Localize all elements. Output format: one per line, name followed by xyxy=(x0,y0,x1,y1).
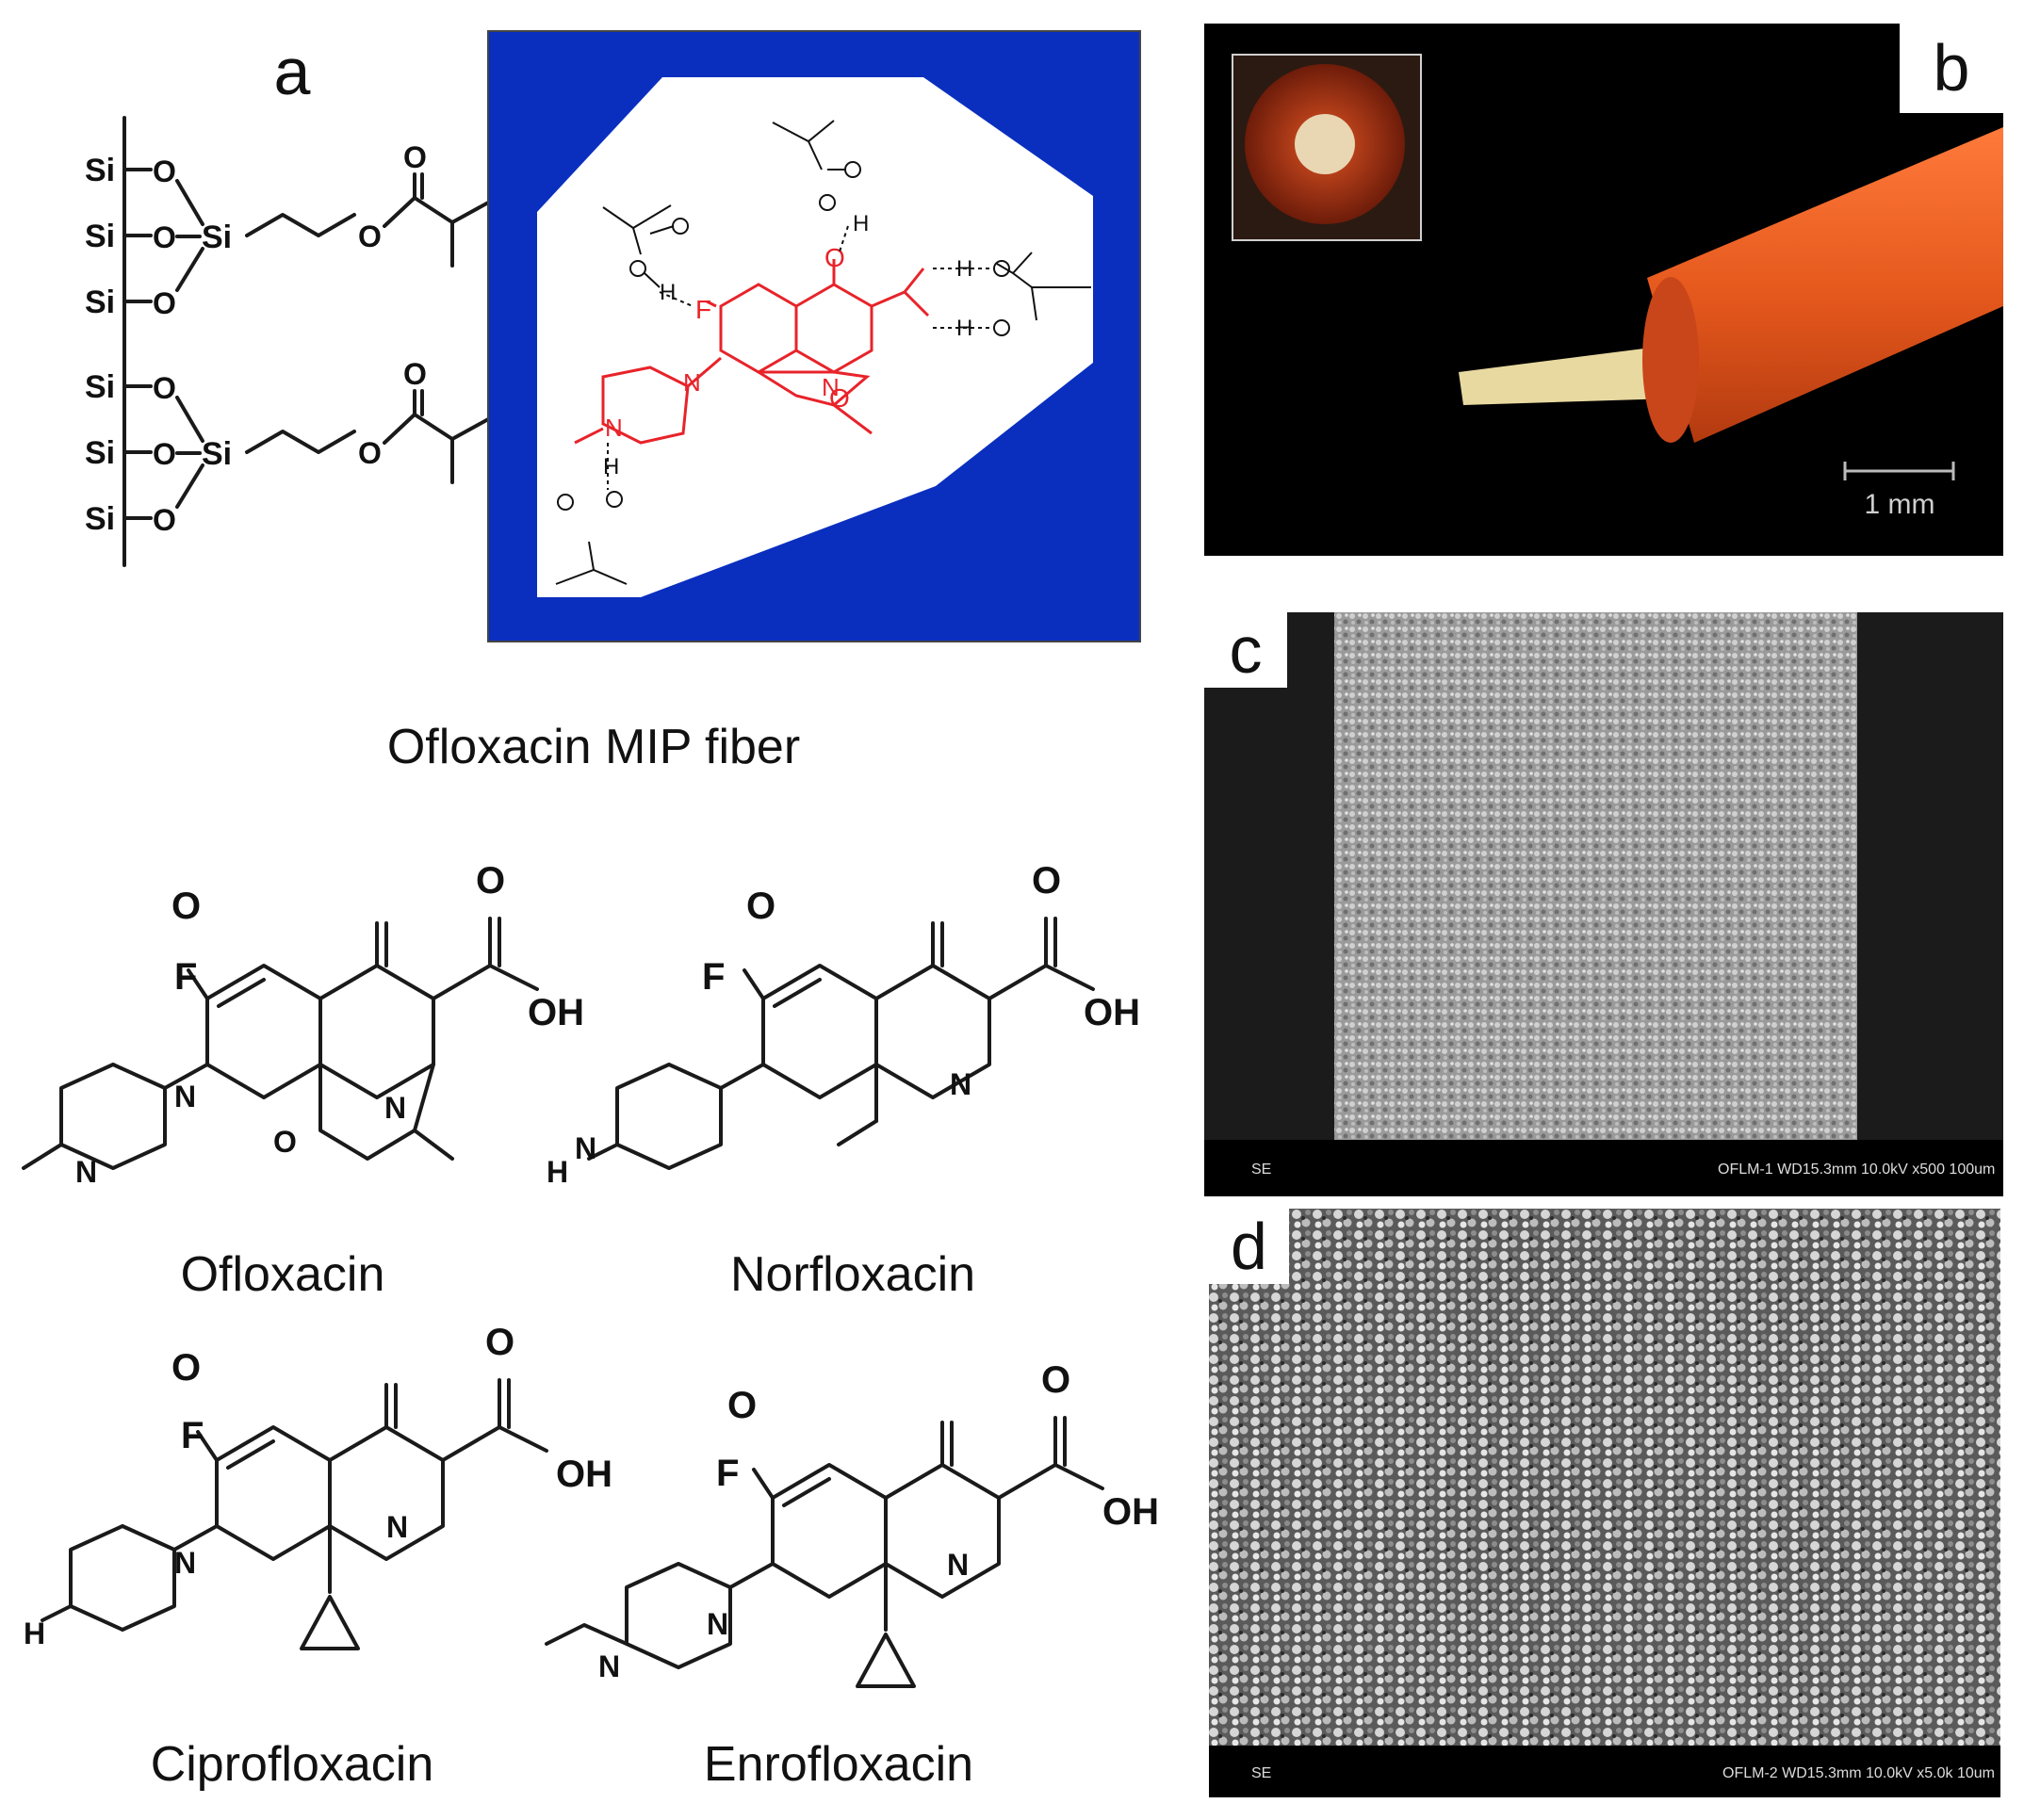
svg-text:Si: Si xyxy=(85,435,115,471)
svg-text:H: H xyxy=(24,1617,45,1650)
svg-text:O: O xyxy=(171,1347,201,1389)
svg-text:H: H xyxy=(660,280,676,305)
svg-text:N: N xyxy=(707,1607,728,1641)
svg-text:O: O xyxy=(403,140,427,174)
svg-text:O: O xyxy=(171,886,201,927)
panel-letter-box-d: d xyxy=(1209,1209,1289,1284)
svg-text:H: H xyxy=(603,454,619,479)
scale-bar-label: 1 mm xyxy=(1865,489,1935,520)
svg-text:N: N xyxy=(605,414,623,442)
svg-text:Si: Si xyxy=(85,219,115,254)
svg-text:N: N xyxy=(950,1067,971,1101)
svg-text:O: O xyxy=(403,357,427,391)
svg-text:O: O xyxy=(273,1125,297,1159)
svg-text:F: F xyxy=(716,1453,739,1494)
svg-text:OH: OH xyxy=(1102,1491,1159,1533)
panel-b-fiber-photo: 1 mm b xyxy=(1204,24,2003,556)
svg-text:O: O xyxy=(153,371,176,405)
svg-text:Si: Si xyxy=(202,436,232,472)
svg-text:O: O xyxy=(358,436,382,470)
panel-letter-box-c: c xyxy=(1204,612,1287,688)
molecule-norfloxacin xyxy=(587,917,1095,1170)
panel-c-sem-image: SE OFLM-1 WD15.3mm 10.0kV x500 100um c xyxy=(1204,612,2003,1196)
svg-text:Si: Si xyxy=(85,284,115,320)
svg-text:Si: Si xyxy=(85,153,115,188)
silane-group-lower: Si Si Si O O O Si O O xyxy=(85,357,492,537)
molecule-name-ofloxacin: Ofloxacin xyxy=(181,1247,385,1302)
svg-text:O: O xyxy=(1032,860,1061,902)
molecule-ofloxacin xyxy=(22,917,539,1170)
svg-text:N: N xyxy=(822,373,840,401)
svg-text:N: N xyxy=(174,1546,196,1580)
panel-letter-d: d xyxy=(1231,1210,1267,1283)
svg-text:F: F xyxy=(174,956,197,998)
panel-letter-c: c xyxy=(1229,613,1263,687)
svg-text:F: F xyxy=(181,1415,204,1456)
fluoroquinolone-structures: O O OH F N O N N Ofloxacin O O OH F N H … xyxy=(22,860,1159,1792)
svg-text:H: H xyxy=(853,211,869,236)
svg-text:Si: Si xyxy=(85,501,115,537)
svg-text:O: O xyxy=(153,503,176,537)
svg-text:O: O xyxy=(485,1322,514,1363)
svg-text:O: O xyxy=(1041,1359,1070,1401)
svg-text:O: O xyxy=(358,219,382,253)
svg-text:OH: OH xyxy=(528,992,584,1033)
svg-text:O: O xyxy=(153,154,176,188)
molecule-name-norfloxacin: Norfloxacin xyxy=(730,1247,975,1302)
svg-text:O: O xyxy=(153,286,176,320)
svg-text:N: N xyxy=(683,368,701,397)
svg-text:N: N xyxy=(386,1510,408,1544)
svg-text:SE: SE xyxy=(1251,1765,1271,1781)
panel-letter-a: a xyxy=(274,35,311,108)
molecule-name-enrofloxacin: Enrofloxacin xyxy=(704,1737,973,1792)
svg-text:O: O xyxy=(727,1385,757,1426)
svg-text:OH: OH xyxy=(556,1454,612,1495)
mip-fiber-title: Ofloxacin MIP fiber xyxy=(387,720,800,774)
panel-letter-box-b: b xyxy=(1900,24,2003,113)
svg-text:F: F xyxy=(702,956,725,998)
svg-text:O: O xyxy=(829,383,850,413)
svg-text:F: F xyxy=(695,295,711,324)
svg-text:N: N xyxy=(947,1548,969,1582)
silica-surface: Si Si Si O O O Si O O Si Si Si xyxy=(85,116,492,567)
svg-text:N: N xyxy=(598,1649,620,1683)
svg-text:H: H xyxy=(547,1155,568,1189)
svg-text:N: N xyxy=(75,1155,97,1189)
svg-text:N: N xyxy=(575,1131,596,1165)
svg-text:O: O xyxy=(476,860,505,902)
panel-letter-b: b xyxy=(1933,31,1970,105)
svg-text:Si: Si xyxy=(202,219,232,255)
orange-sheath xyxy=(1647,127,2003,443)
panel-a: a Si Si Si O O O Si O O Si xyxy=(85,30,1141,774)
silane-group-upper: Si Si Si O O O Si O O xyxy=(85,140,492,320)
mip-template-inset: F O O N N N H H H H H xyxy=(487,30,1141,642)
svg-text:O: O xyxy=(824,243,845,272)
svg-text:O: O xyxy=(746,886,775,927)
svg-text:O: O xyxy=(153,437,176,471)
svg-text:SE: SE xyxy=(1251,1162,1271,1178)
ofloxacin-template xyxy=(574,259,930,445)
svg-text:N: N xyxy=(174,1080,196,1113)
svg-text:OFLM-1 WD15.3mm 10.0kV x500: OFLM-1 WD15.3mm 10.0kV x500 100um xyxy=(1718,1162,1995,1178)
svg-text:O: O xyxy=(153,220,176,254)
molecule-name-ciprofloxacin: Ciprofloxacin xyxy=(151,1737,434,1792)
molecule-enrofloxacin xyxy=(545,1416,1104,1688)
svg-text:Si: Si xyxy=(85,369,115,405)
svg-text:OH: OH xyxy=(1084,992,1140,1033)
svg-text:OFLM-2 WD15.3mm 10.0kV x5.0k: OFLM-2 WD15.3mm 10.0kV x5.0k 10um xyxy=(1722,1765,1995,1781)
svg-text:N: N xyxy=(384,1091,406,1125)
panel-d-sem-image: SE OFLM-2 WD15.3mm 10.0kV x5.0k 10um d xyxy=(1209,1209,2000,1797)
molecule-ciprofloxacin xyxy=(41,1378,548,1650)
